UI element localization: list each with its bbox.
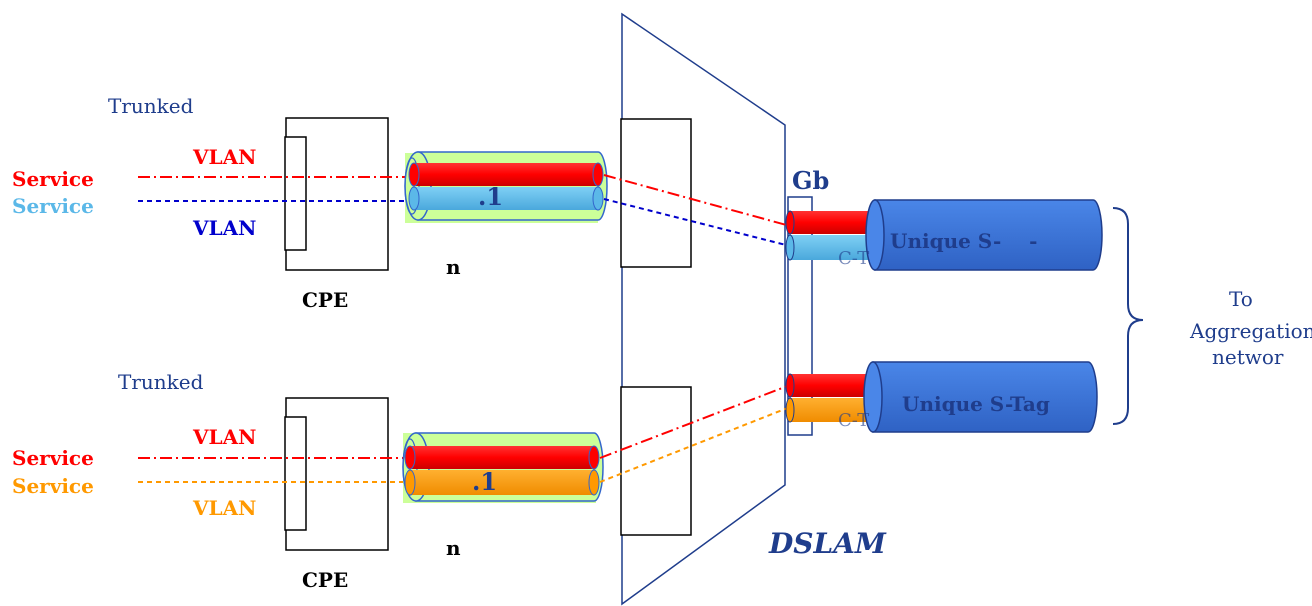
vlan-label-top-blue: VLAN — [192, 216, 256, 240]
dslam-path-bottom-red — [599, 384, 791, 459]
unique-stag-label-top: Unique S- - — [890, 229, 1037, 253]
c-tag-glyph-top: C-T — [838, 248, 869, 269]
cable-label-top: .1 — [478, 182, 503, 211]
dslam-label: DSLAM — [768, 527, 887, 560]
service-label-top-blue: Service — [12, 194, 94, 218]
tunnel-cable-bottom — [402, 432, 604, 503]
service-label-bottom-red: Service — [12, 446, 94, 470]
aggregation-label-line1: To — [1229, 287, 1253, 311]
cpe-port-bottom — [284, 416, 307, 531]
n-label-bottom: n — [446, 536, 461, 560]
dslam-path-top-red — [603, 174, 791, 227]
unique-stag-label-bottom: Unique S-Tag — [902, 392, 1050, 416]
c-tag-glyph-bottom: C-T — [838, 410, 869, 431]
vlan-label-bottom-orange: VLAN — [192, 496, 256, 520]
cable-label-bottom: .1 — [472, 467, 497, 496]
dslam-line-card-bottom — [620, 386, 692, 536]
dslam-path-bottom-orange — [599, 406, 791, 483]
aggregation-label-line3: networ — [1212, 345, 1284, 369]
dslam-path-top-blue — [603, 198, 791, 247]
vlan-label-bottom-red: VLAN — [192, 425, 256, 449]
trunked-label-bottom: Trunked — [118, 370, 204, 394]
cpe-port-top — [284, 136, 307, 251]
gb-label: Gb — [792, 166, 829, 195]
uplink-cylinder-bottom — [785, 361, 1098, 433]
uplink-cylinder-top — [785, 199, 1103, 271]
cpe-label-bottom: CPE — [302, 568, 348, 592]
cpe-label-top: CPE — [302, 288, 348, 312]
vlan-label-top-red: VLAN — [192, 145, 256, 169]
dslam-line-card-top — [620, 118, 692, 268]
trunked-label-top: Trunked — [108, 94, 194, 118]
service-label-bottom-orange: Service — [12, 474, 94, 498]
tunnel-cable-top — [404, 151, 608, 223]
n-label-top: n — [446, 255, 461, 279]
aggregation-label-line2: Aggregation — [1189, 319, 1312, 343]
aggregation-brace — [1112, 207, 1144, 425]
service-label-top-red: Service — [12, 167, 94, 191]
